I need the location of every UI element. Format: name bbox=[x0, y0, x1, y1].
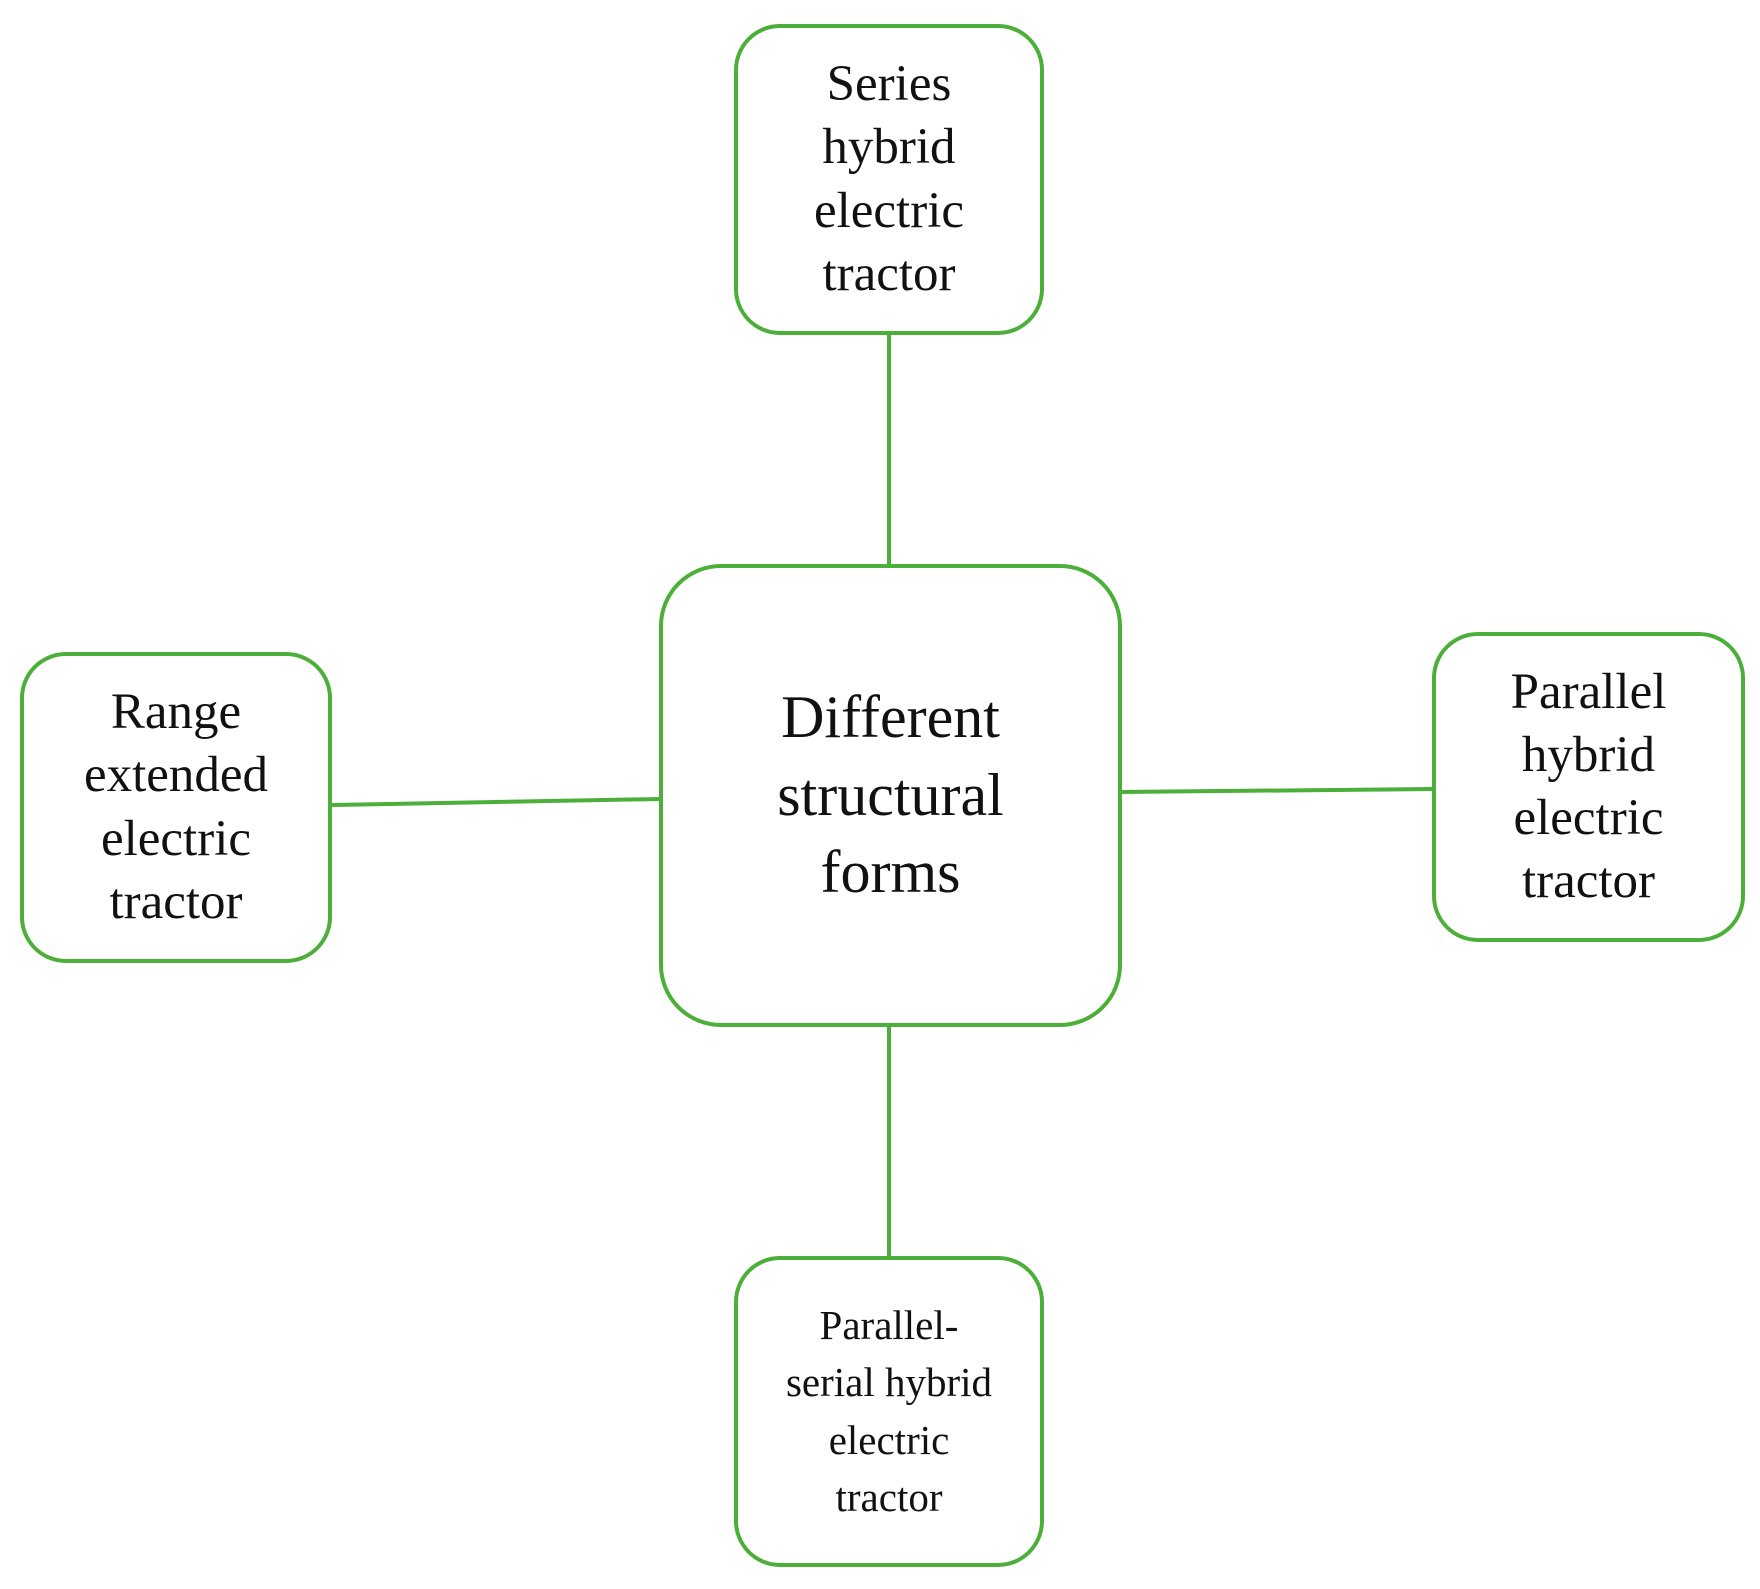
node-parallel-serial-hybrid: Parallel- serial hybrid electric tractor bbox=[734, 1256, 1044, 1567]
connector-left bbox=[331, 797, 660, 807]
node-range-extended-label: Range extended electric tractor bbox=[83, 684, 269, 930]
node-range-extended: Range extended electric tractor bbox=[20, 652, 332, 963]
node-series-hybrid: Series hybrid electric tractor bbox=[734, 24, 1044, 335]
connector-right bbox=[1121, 787, 1433, 794]
node-series-hybrid-label: Series hybrid electric tractor bbox=[813, 56, 965, 302]
node-parallel-hybrid-label: Parallel hybrid electric tractor bbox=[1510, 663, 1667, 910]
node-center: Different structural forms bbox=[659, 564, 1122, 1027]
node-parallel-serial-hybrid-label: Parallel- serial hybrid electric tractor bbox=[785, 1301, 993, 1520]
node-center-label: Different structural forms bbox=[777, 684, 1004, 906]
node-parallel-hybrid: Parallel hybrid electric tractor bbox=[1432, 632, 1745, 942]
